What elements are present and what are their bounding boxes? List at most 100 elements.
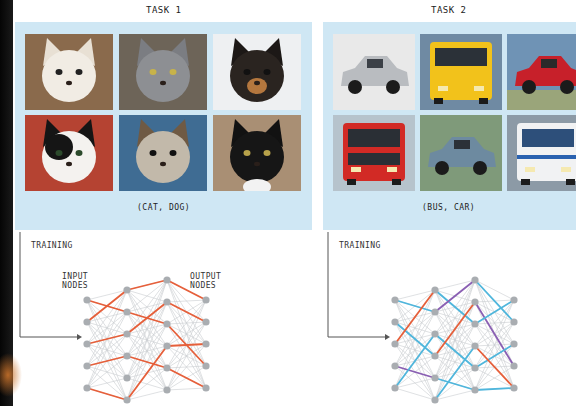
connection bbox=[167, 324, 206, 366]
eye bbox=[170, 69, 177, 75]
nose bbox=[160, 81, 166, 85]
connection bbox=[395, 334, 435, 388]
weighted-connection bbox=[127, 302, 167, 334]
muzzle bbox=[247, 78, 267, 94]
photo bbox=[213, 115, 301, 195]
photo-background bbox=[25, 115, 113, 191]
connection bbox=[395, 322, 435, 400]
connection bbox=[87, 290, 127, 366]
connection bbox=[395, 344, 435, 400]
weighted-connection bbox=[167, 368, 206, 388]
weighted-connection bbox=[475, 346, 514, 388]
neuron bbox=[391, 384, 398, 391]
weighted-connection bbox=[395, 300, 435, 312]
bus-body bbox=[517, 123, 576, 181]
photo bbox=[420, 34, 502, 110]
arrowhead bbox=[77, 334, 82, 340]
photo-content bbox=[119, 34, 207, 110]
photo bbox=[507, 34, 576, 110]
neuron bbox=[510, 384, 517, 391]
photo bbox=[119, 115, 207, 191]
connection bbox=[167, 300, 206, 346]
neuron bbox=[202, 340, 209, 347]
weighted-connection bbox=[435, 346, 475, 400]
neuron bbox=[431, 330, 438, 337]
connection bbox=[87, 300, 127, 400]
connection bbox=[87, 312, 127, 366]
class-caption: (BUS, CAR) bbox=[422, 203, 475, 212]
connection bbox=[395, 388, 435, 400]
connection bbox=[475, 300, 514, 346]
neuron bbox=[202, 384, 209, 391]
wheel bbox=[392, 179, 401, 185]
stripe bbox=[517, 155, 576, 159]
photo-content bbox=[213, 34, 301, 110]
connection bbox=[87, 322, 127, 400]
photo bbox=[333, 34, 415, 110]
head bbox=[42, 131, 96, 183]
eye bbox=[150, 150, 157, 156]
weighted-connection bbox=[475, 300, 514, 324]
weighted-connection bbox=[435, 378, 475, 390]
windshield bbox=[348, 129, 400, 147]
class-caption: (CAT, DOG) bbox=[137, 203, 190, 212]
weighted-connection bbox=[87, 334, 127, 344]
nose bbox=[66, 81, 72, 85]
connection bbox=[395, 300, 435, 400]
connection bbox=[167, 302, 206, 388]
neuron bbox=[391, 318, 398, 325]
weighted-connection bbox=[127, 356, 167, 368]
wheel bbox=[560, 80, 574, 94]
photo-background bbox=[25, 34, 113, 110]
connection bbox=[87, 312, 127, 388]
neuron bbox=[163, 320, 170, 327]
neuron bbox=[391, 362, 398, 369]
weighted-connection bbox=[475, 388, 514, 390]
weighted-connection bbox=[87, 290, 127, 322]
weighted-connection bbox=[395, 322, 435, 356]
headlight bbox=[525, 167, 535, 172]
window bbox=[541, 59, 557, 68]
connection bbox=[475, 300, 514, 390]
wheel bbox=[386, 80, 400, 94]
wheel bbox=[522, 80, 536, 94]
connection bbox=[87, 334, 127, 388]
connection bbox=[435, 280, 475, 400]
windshield bbox=[522, 129, 574, 147]
connection bbox=[435, 280, 475, 356]
wheel bbox=[435, 161, 449, 175]
neuron bbox=[83, 362, 90, 369]
nose bbox=[160, 162, 166, 166]
neuron bbox=[431, 352, 438, 359]
neuron bbox=[471, 276, 478, 283]
connection bbox=[167, 300, 206, 302]
neuron bbox=[431, 374, 438, 381]
head bbox=[42, 50, 96, 102]
photo-background bbox=[119, 115, 207, 191]
photo-content bbox=[25, 115, 113, 191]
windshield bbox=[435, 48, 487, 66]
eye bbox=[56, 150, 63, 156]
head bbox=[136, 131, 190, 183]
photo bbox=[119, 34, 207, 110]
photo-content bbox=[507, 115, 576, 191]
connection bbox=[87, 290, 127, 344]
fur-patch bbox=[45, 134, 73, 160]
photo bbox=[507, 115, 576, 191]
photo-background bbox=[119, 34, 207, 110]
photo-background bbox=[507, 34, 576, 110]
task-heading: TASK 1 bbox=[146, 5, 182, 15]
photo bbox=[333, 115, 415, 191]
eye bbox=[264, 150, 271, 156]
photo bbox=[420, 115, 502, 191]
connection bbox=[395, 312, 435, 366]
connection bbox=[87, 388, 127, 400]
neuron bbox=[471, 320, 478, 327]
weighted-connection bbox=[475, 344, 514, 368]
nose bbox=[66, 162, 72, 166]
wheel bbox=[566, 179, 575, 185]
connection bbox=[475, 300, 514, 368]
connection bbox=[167, 388, 206, 390]
connection bbox=[127, 280, 167, 356]
connection bbox=[127, 346, 167, 400]
